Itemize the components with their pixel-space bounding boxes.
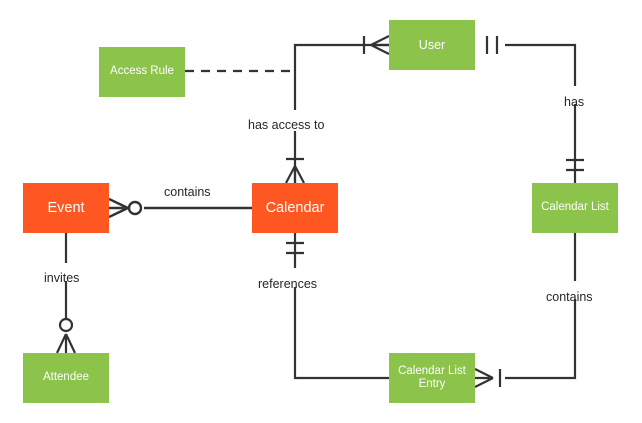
entity-calendar-label: Calendar — [265, 199, 325, 216]
edge-label-contains-event-calendar: contains — [164, 185, 211, 199]
entity-calendar-list-entry-label: Calendar List Entry — [398, 364, 466, 390]
entity-calendar-list-entry[interactable]: Calendar List Entry — [389, 353, 475, 403]
cardinality-entry-right-one-or-many — [474, 368, 502, 388]
cardinality-event-zero-or-many — [108, 197, 143, 219]
edge-label-has: has — [564, 95, 585, 109]
edge-label-references: references — [258, 277, 318, 291]
cardinality-calendar-list-top-exactly-one — [566, 158, 584, 172]
entity-calendar[interactable]: Calendar — [252, 183, 338, 233]
cardinality-calendar-bottom-exactly-one — [286, 241, 304, 255]
entity-user-label: User — [418, 37, 446, 52]
connector-user-has-access-to-calendar — [293, 43, 389, 110]
cardinality-user-right-exactly-one — [485, 36, 499, 54]
connector-user-has-calendar-list — [505, 43, 577, 86]
entity-calendar-list[interactable]: Calendar List — [532, 183, 618, 233]
entity-calendar-list-label: Calendar List — [541, 201, 609, 214]
entity-attendee[interactable]: Attendee — [23, 353, 109, 403]
cardinality-calendar-top-one-or-many — [285, 157, 305, 184]
edge-label-invites: invites — [44, 271, 80, 285]
entity-access-rule-label: Access Rule — [110, 65, 174, 78]
connector-calendar-list-contains-lower — [505, 299, 577, 380]
entity-attendee-label: Attendee — [42, 371, 90, 384]
edge-label-has-access-to: has access to — [248, 118, 325, 132]
cardinality-attendee-zero-or-many — [56, 317, 76, 354]
edge-label-contains-calendar-list: contains — [546, 290, 593, 304]
entity-event-label: Event — [47, 199, 85, 216]
entity-event[interactable]: Event — [23, 183, 109, 233]
cardinality-user-one-or-many — [362, 35, 390, 55]
connector-calendar-references-lower — [293, 287, 389, 380]
entity-access-rule[interactable]: Access Rule — [99, 47, 185, 97]
entity-user[interactable]: User — [389, 20, 475, 70]
